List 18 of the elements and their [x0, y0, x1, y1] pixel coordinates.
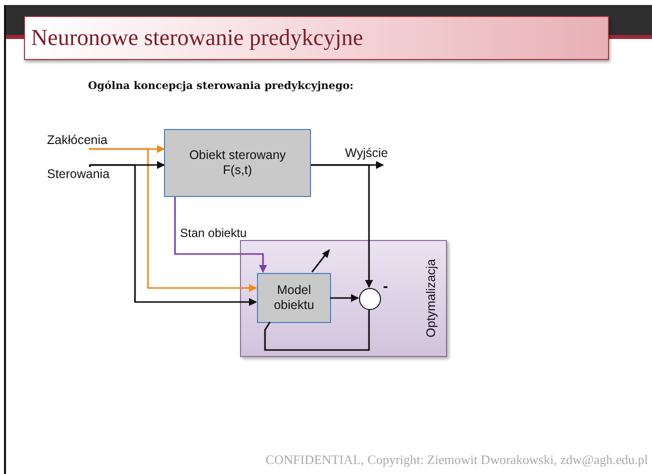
footer-text: CONFIDENTIAL, Copyright: Ziemowit Dworakowski, zdw@agh.edu.pl [266, 452, 648, 468]
arrow [311, 164, 373, 288]
arrow [174, 197, 267, 273]
subtitle: Ogólna koncepcja sterowania predykcyjnego: [88, 80, 354, 92]
arrow [330, 294, 359, 302]
optimization-panel [240, 240, 447, 357]
arrow [89, 164, 257, 306]
edge-label: Stan obiektu [180, 227, 247, 240]
signal-label: Sterowania [47, 167, 110, 182]
signal-label: Wyjście [345, 146, 388, 165]
summing-junction [359, 288, 381, 310]
arrow [89, 147, 257, 292]
process-box: Model obiektu [257, 273, 331, 323]
process-box: Obiekt sterowany F(s,t) [164, 129, 311, 197]
signal-label: Zakłócenia [47, 133, 108, 148]
minus-sign: - [383, 279, 388, 294]
slide-title: Neuronowe sterowanie predykcyjne [24, 16, 609, 60]
panel-title: Optymalizacja [424, 259, 438, 338]
